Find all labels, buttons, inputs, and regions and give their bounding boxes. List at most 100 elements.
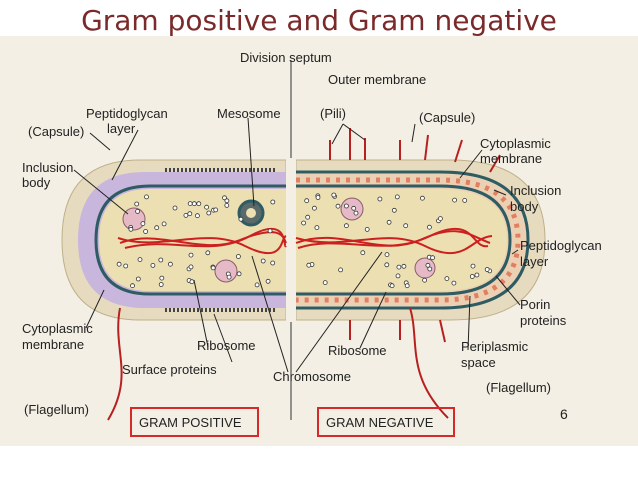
label-ribosome-right: Ribosome — [328, 343, 387, 358]
ribosome-dot — [238, 216, 244, 222]
label-periplasmic: Periplasmic — [461, 339, 529, 354]
ribosome-dot — [205, 250, 211, 256]
page-number: 6 — [560, 406, 568, 422]
ribosome-dot — [158, 282, 164, 287]
chromosome-strands — [117, 227, 493, 255]
label-ribosome-left: Ribosome — [197, 338, 256, 353]
label-peptidoglycan-right: Peptidoglycan — [520, 238, 602, 253]
ribosome-dot — [161, 221, 167, 227]
ribosome-dot — [224, 198, 230, 204]
ribosome-dot — [304, 198, 310, 204]
ribosome-dot — [183, 212, 189, 218]
ribosome-dot — [204, 204, 210, 210]
ribosome-dot — [426, 224, 432, 230]
ribosome-dot — [338, 267, 344, 273]
ribosome-dot — [474, 272, 480, 278]
ribosome-dot — [123, 263, 129, 269]
ribosome-dot — [191, 201, 197, 207]
label-flagellum-right: (Flagellum) — [486, 380, 551, 395]
leader-lines — [73, 117, 521, 373]
ribosome-dot — [444, 276, 450, 282]
ribosome-dot — [364, 226, 370, 232]
label-outer-membrane: Outer membrane — [328, 72, 426, 87]
division-septum-gap — [286, 158, 296, 322]
ribosome-dot — [210, 265, 216, 271]
ribosome-dot — [395, 273, 401, 279]
ribosome-dot — [377, 196, 383, 202]
ribosome-dot — [386, 219, 392, 225]
ribosome-dot — [194, 213, 200, 219]
ribosome-dot — [206, 210, 212, 216]
ribosome-dot — [343, 203, 349, 209]
ribosome-dot — [470, 263, 476, 269]
ribosome-dot — [130, 283, 135, 289]
ribosome-dot — [143, 229, 149, 234]
page-title: Gram positive and Gram negative — [81, 4, 557, 37]
label-inclusion-left-2: body — [22, 175, 51, 190]
ribosome-dot — [351, 205, 357, 211]
ribosome-dot — [425, 262, 431, 268]
gram-negative-outer-membrane — [296, 170, 530, 310]
ribosome-dot — [452, 197, 458, 203]
ribosome-dot — [265, 278, 271, 284]
ribosome-dot — [360, 250, 366, 256]
ribosome-dot — [267, 228, 273, 234]
gram-positive-box — [130, 407, 259, 437]
label-mesosome: Mesosome — [217, 106, 281, 121]
ribosome-dot — [213, 207, 219, 213]
ribosome-dot — [154, 225, 160, 231]
ribosome-dot — [394, 194, 400, 200]
gram-positive-inclusion-body-2 — [214, 259, 238, 283]
ribosome-dot — [343, 223, 349, 229]
ribosome-dot — [427, 266, 433, 272]
ribosome-dot — [270, 260, 276, 266]
gram-positive-flagellum — [107, 307, 123, 421]
gram-positive-label: GRAM POSITIVE — [139, 415, 242, 430]
ribosome-dot — [137, 257, 143, 263]
label-inclusion-right: Inclusion — [510, 183, 561, 198]
ribosome-dot — [419, 195, 425, 201]
label-peptidoglycan-right-2: layer — [520, 254, 549, 269]
label-cytoplasmic-right-2: membrane — [480, 151, 542, 166]
ribosome-dot — [235, 254, 241, 259]
gram-positive-inclusion-body — [122, 207, 146, 231]
label-pili: (Pili) — [320, 106, 346, 121]
ribosome-dot — [384, 252, 390, 258]
ribosome-dot — [226, 274, 232, 280]
label-chromosome: Chromosome — [273, 369, 351, 384]
label-periplasmic-2: space — [461, 355, 496, 370]
mesosome-core — [246, 208, 256, 218]
ribosome-dot — [116, 261, 122, 267]
ribosome-dot — [451, 280, 457, 286]
label-capsule-right: (Capsule) — [419, 110, 475, 125]
ribosome-dot — [236, 271, 242, 277]
ribosome-dot — [187, 211, 193, 217]
ribosome-dot — [158, 257, 164, 263]
gram-negative-inner-membrane — [296, 184, 512, 296]
gram-negative-label: GRAM NEGATIVE — [326, 415, 434, 430]
ribosome-dot — [322, 280, 328, 286]
ribosome-dot — [306, 262, 312, 268]
ribosome-dot — [188, 252, 194, 258]
gram-negative-flagellum — [409, 307, 449, 419]
ribosome-dot — [305, 214, 311, 220]
ribosome-dot — [403, 223, 409, 229]
ribosome-dot — [150, 262, 156, 268]
ribosome-dot — [270, 199, 276, 205]
ribosome-dot — [140, 221, 146, 227]
label-inclusion-left: Inclusion — [22, 160, 73, 175]
ribosome-dot — [469, 274, 475, 279]
label-inclusion-right-2: body — [510, 199, 539, 214]
ribosome-dot — [430, 255, 436, 261]
ribosome-dot — [301, 220, 307, 226]
ribosome-dot — [404, 283, 410, 289]
ribosome-dot — [187, 201, 193, 207]
ribosome-dot — [389, 283, 395, 289]
ribosome-dot — [437, 216, 443, 222]
gram-negative-peptidoglycan — [296, 177, 521, 303]
ribosome-dot — [172, 205, 178, 211]
gram-negative-inclusion-body-2 — [414, 257, 436, 279]
ribosome-dot — [311, 205, 317, 211]
ribosome-dot — [224, 202, 230, 208]
